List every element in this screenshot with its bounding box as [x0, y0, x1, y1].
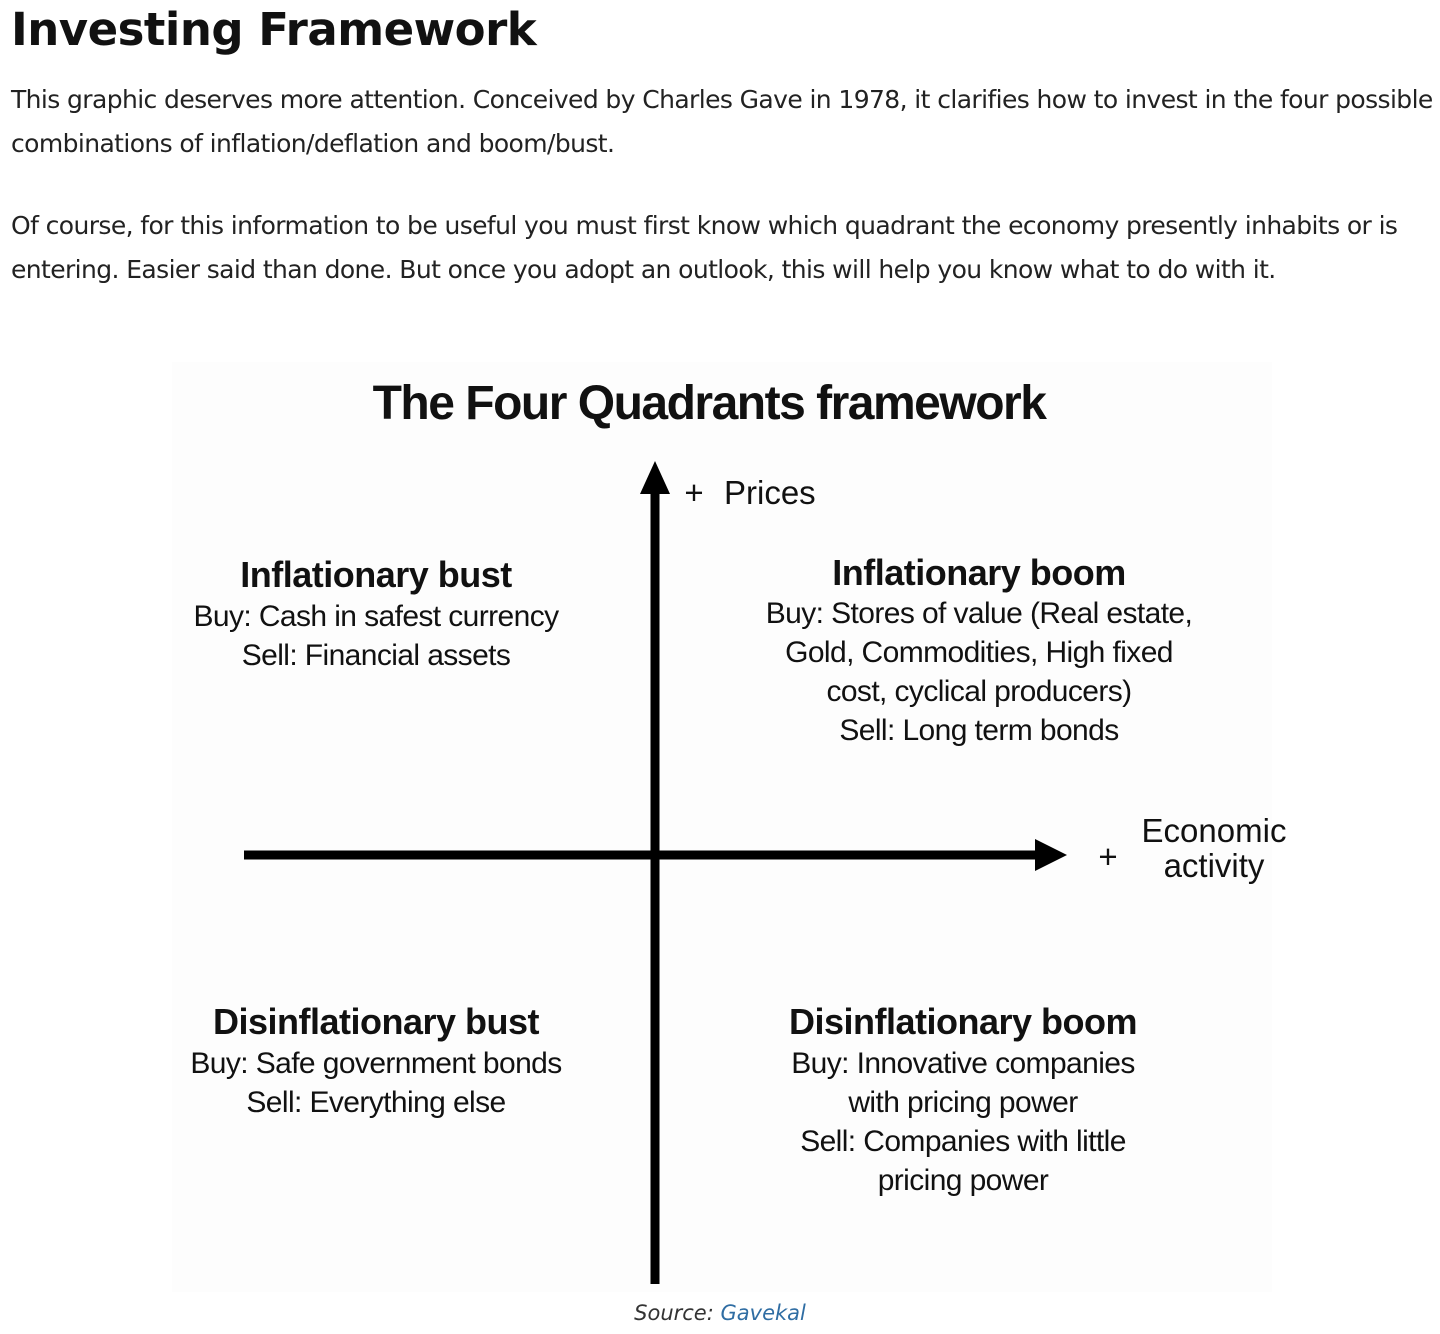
- quadrant-title-inflationary-boom: Inflationary boom: [832, 552, 1126, 593]
- y-axis-plus-sign: +: [684, 474, 703, 511]
- quadrant-title-inflationary-bust: Inflationary bust: [240, 554, 512, 595]
- context-paragraph: Of course, for this information to be us…: [11, 211, 1398, 284]
- quadrant-line: pricing power: [878, 1164, 1049, 1197]
- quadrant-line: with pricing power: [847, 1086, 1078, 1119]
- x-axis-label-line: Economic: [1142, 812, 1287, 849]
- quadrant-line: Gold, Commodities, High fixed: [785, 636, 1173, 669]
- y-axis-arrowhead: [640, 461, 670, 494]
- quadrant-line: Sell: Long term bonds: [839, 714, 1118, 747]
- quadrant-title-disinflationary-boom: Disinflationary boom: [789, 1001, 1137, 1042]
- quadrant-title-disinflationary-bust: Disinflationary bust: [213, 1001, 540, 1042]
- y-axis-label: Prices: [724, 474, 816, 511]
- page-title: Investing Framework: [11, 3, 537, 56]
- quadrant-line: Buy: Innovative companies: [791, 1047, 1135, 1080]
- quadrant-line: cost, cyclical producers): [826, 675, 1131, 708]
- source-caption: Source: Gavekal: [0, 1298, 1440, 1328]
- quadrant-line: Sell: Companies with little: [800, 1125, 1126, 1158]
- x-axis-plus-sign: +: [1098, 838, 1117, 875]
- intro-paragraph: This graphic deserves more attention. Co…: [11, 85, 1433, 158]
- quadrant-line: Buy: Safe government bonds: [190, 1047, 561, 1080]
- quadrant-line: Buy: Stores of value (Real estate,: [766, 597, 1193, 630]
- figure-background: [172, 362, 1272, 1292]
- quadrant-line: Buy: Cash in safest currency: [193, 600, 559, 633]
- x-axis-arrowhead: [1035, 839, 1067, 871]
- source-link-gavekal[interactable]: Gavekal: [720, 1301, 806, 1325]
- source-label: Source:: [634, 1301, 714, 1325]
- quadrant-line: Sell: Financial assets: [242, 639, 511, 672]
- diagram-title: The Four Quadrants framework: [373, 377, 1048, 430]
- x-axis-label-line: activity: [1164, 847, 1265, 884]
- quadrant-line: Sell: Everything else: [246, 1086, 505, 1119]
